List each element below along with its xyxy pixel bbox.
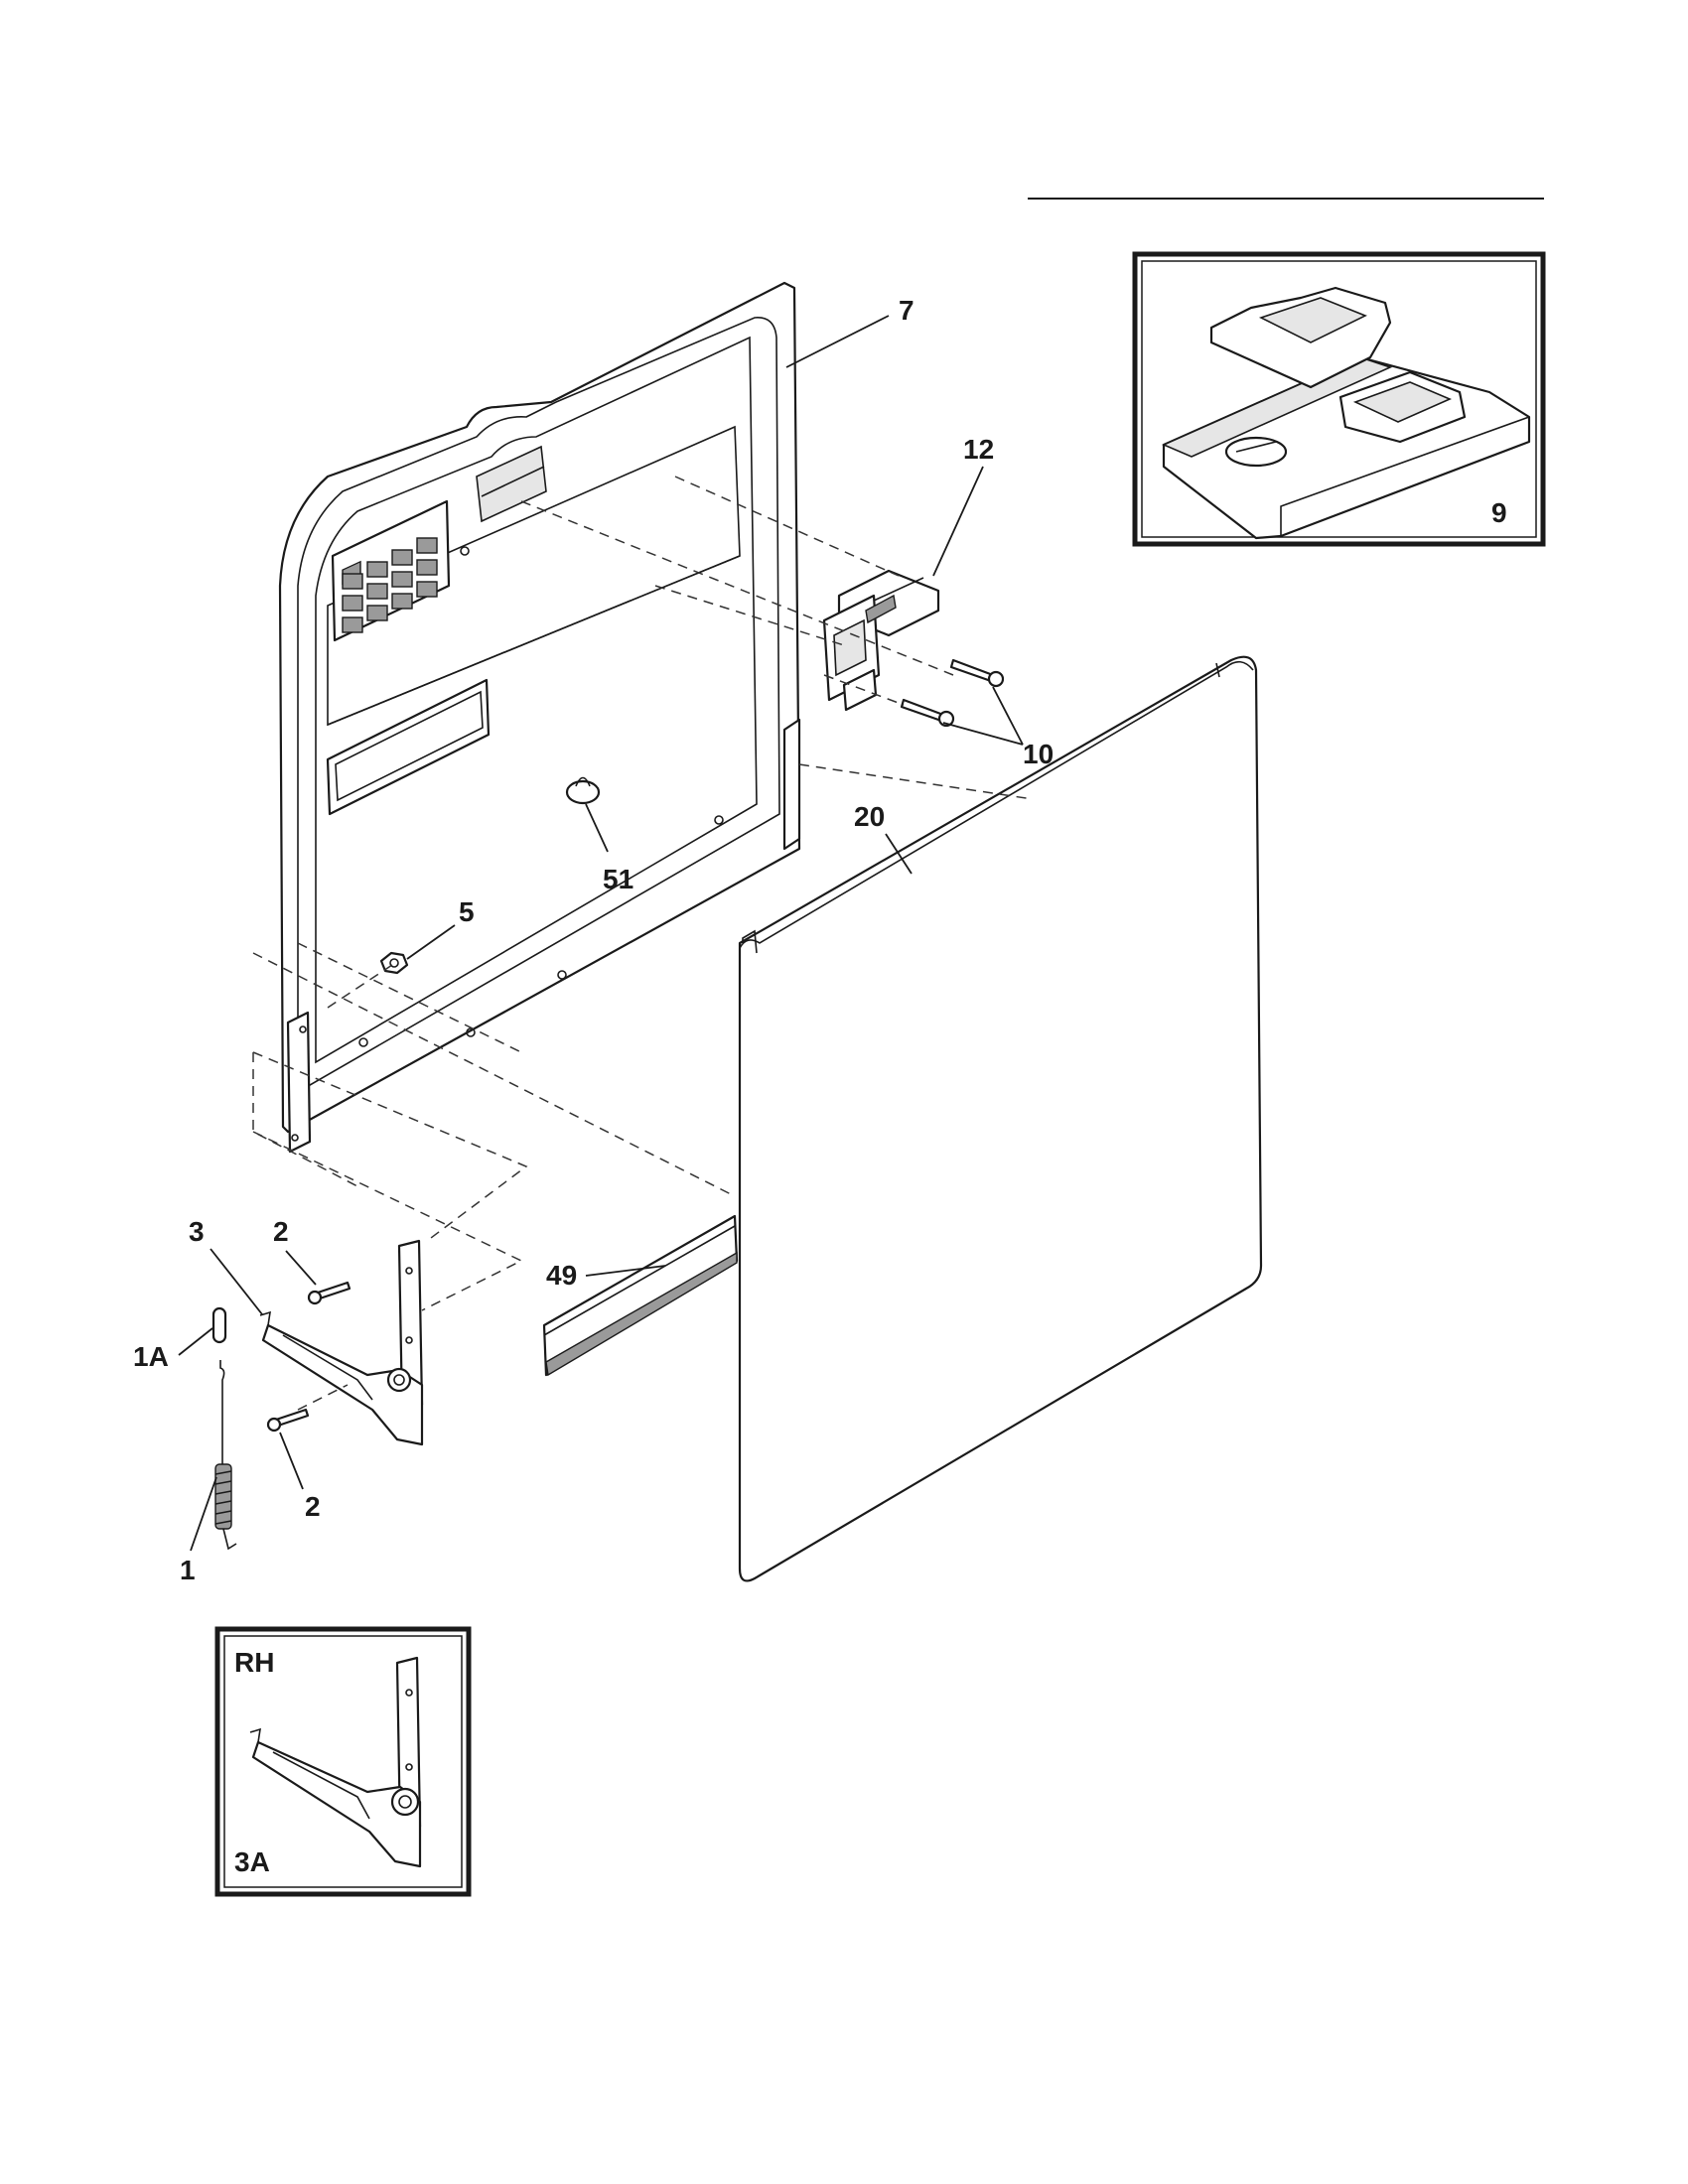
- callout-3a: 3A: [234, 1846, 270, 1877]
- callout-9: 9: [1491, 497, 1507, 528]
- callout-1: 1: [180, 1555, 196, 1585]
- screw-icon: [900, 698, 955, 728]
- spring-link-icon: [211, 1306, 227, 1344]
- door-spring-icon: [214, 1360, 237, 1551]
- assembly-guide-lines: [252, 476, 1034, 1411]
- dispenser-inset: [1132, 251, 1546, 547]
- door-hinge-arm-icon: [259, 1239, 424, 1446]
- callout-51: 51: [603, 864, 633, 894]
- callout-49: 49: [546, 1260, 577, 1291]
- leader-lines: [178, 315, 1024, 1552]
- rh-hinge-inset: [214, 1626, 472, 1897]
- hinge-arm-rh-icon: [249, 1656, 422, 1868]
- plug-icon: [565, 776, 601, 805]
- outer-door-panel-icon: [738, 655, 1263, 1582]
- inner-door-panel-icon: [278, 281, 801, 1154]
- detergent-dispenser-icon: [1162, 286, 1531, 540]
- callout-20: 20: [854, 801, 885, 832]
- callout-2-upper: 2: [273, 1216, 289, 1247]
- screw-icon: [307, 1281, 352, 1305]
- screw-icon: [266, 1408, 310, 1433]
- callout-3: 3: [189, 1216, 205, 1247]
- callout-rh: RH: [234, 1647, 274, 1678]
- display-window: [326, 678, 491, 816]
- callout-12: 12: [963, 434, 994, 465]
- callout-1a: 1A: [133, 1341, 169, 1372]
- callout-7: 7: [899, 295, 914, 326]
- door-latch-icon: [822, 569, 940, 712]
- callout-2-lower: 2: [305, 1491, 321, 1522]
- callout-10: 10: [1023, 739, 1054, 769]
- screw-icon: [949, 658, 1005, 688]
- callout-5: 5: [459, 896, 475, 927]
- trim-strip-icon: [542, 1214, 739, 1377]
